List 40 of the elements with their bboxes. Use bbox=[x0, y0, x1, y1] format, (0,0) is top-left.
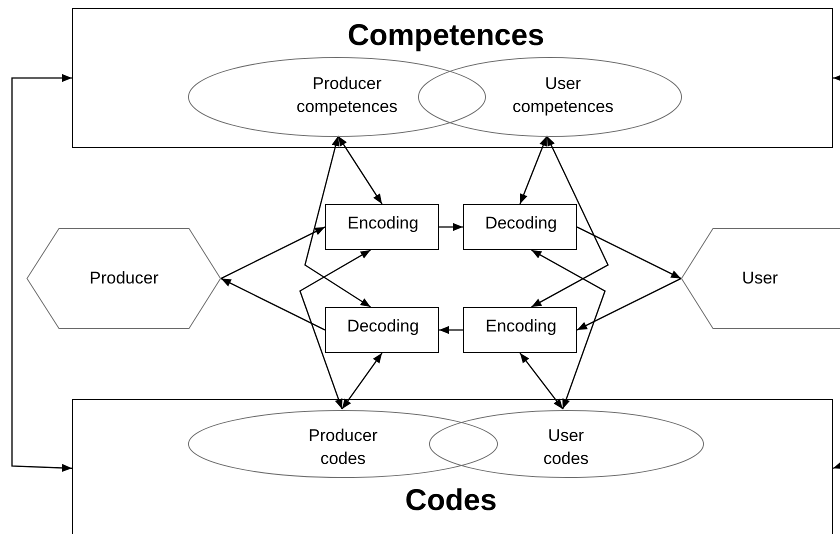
node-label: Encoding bbox=[346, 212, 420, 234]
arrow bbox=[220, 278, 326, 331]
process-box bbox=[463, 307, 577, 353]
arrow bbox=[519, 352, 564, 410]
box-title: Competences bbox=[348, 19, 544, 53]
node-label: User competences bbox=[511, 73, 615, 118]
arrow bbox=[519, 136, 548, 204]
arrow bbox=[299, 249, 371, 410]
box-title: Codes bbox=[405, 484, 497, 518]
arrow bbox=[833, 74, 840, 82]
node-label: User codes bbox=[542, 425, 590, 470]
node-label: Producer bbox=[88, 268, 160, 290]
group-box bbox=[72, 399, 833, 534]
ellipse-node bbox=[188, 410, 498, 478]
arrow bbox=[341, 352, 383, 410]
arrow bbox=[439, 326, 463, 334]
arrow bbox=[11, 74, 72, 472]
process-box bbox=[463, 204, 577, 250]
node-label: Producer codes bbox=[308, 425, 378, 470]
arrow bbox=[220, 226, 326, 280]
ellipse-node bbox=[418, 57, 682, 137]
node-label: User bbox=[741, 268, 779, 290]
arrow bbox=[576, 226, 682, 280]
arrow bbox=[304, 136, 371, 308]
process-box bbox=[325, 204, 439, 250]
node-label: Encoding bbox=[484, 316, 558, 338]
process-box bbox=[325, 307, 439, 353]
arrow bbox=[832, 461, 840, 469]
arrow bbox=[338, 136, 383, 204]
arrow bbox=[439, 223, 463, 231]
node-label: Producer competences bbox=[295, 73, 399, 118]
arrow bbox=[531, 136, 609, 308]
hexagon-node bbox=[27, 228, 221, 329]
node-label: Decoding bbox=[346, 316, 420, 338]
node-label: Decoding bbox=[484, 212, 558, 234]
ellipse-node bbox=[188, 57, 486, 137]
arrow bbox=[531, 249, 606, 410]
arrow bbox=[576, 278, 682, 331]
ellipse-node bbox=[429, 410, 704, 478]
group-box bbox=[72, 8, 833, 148]
